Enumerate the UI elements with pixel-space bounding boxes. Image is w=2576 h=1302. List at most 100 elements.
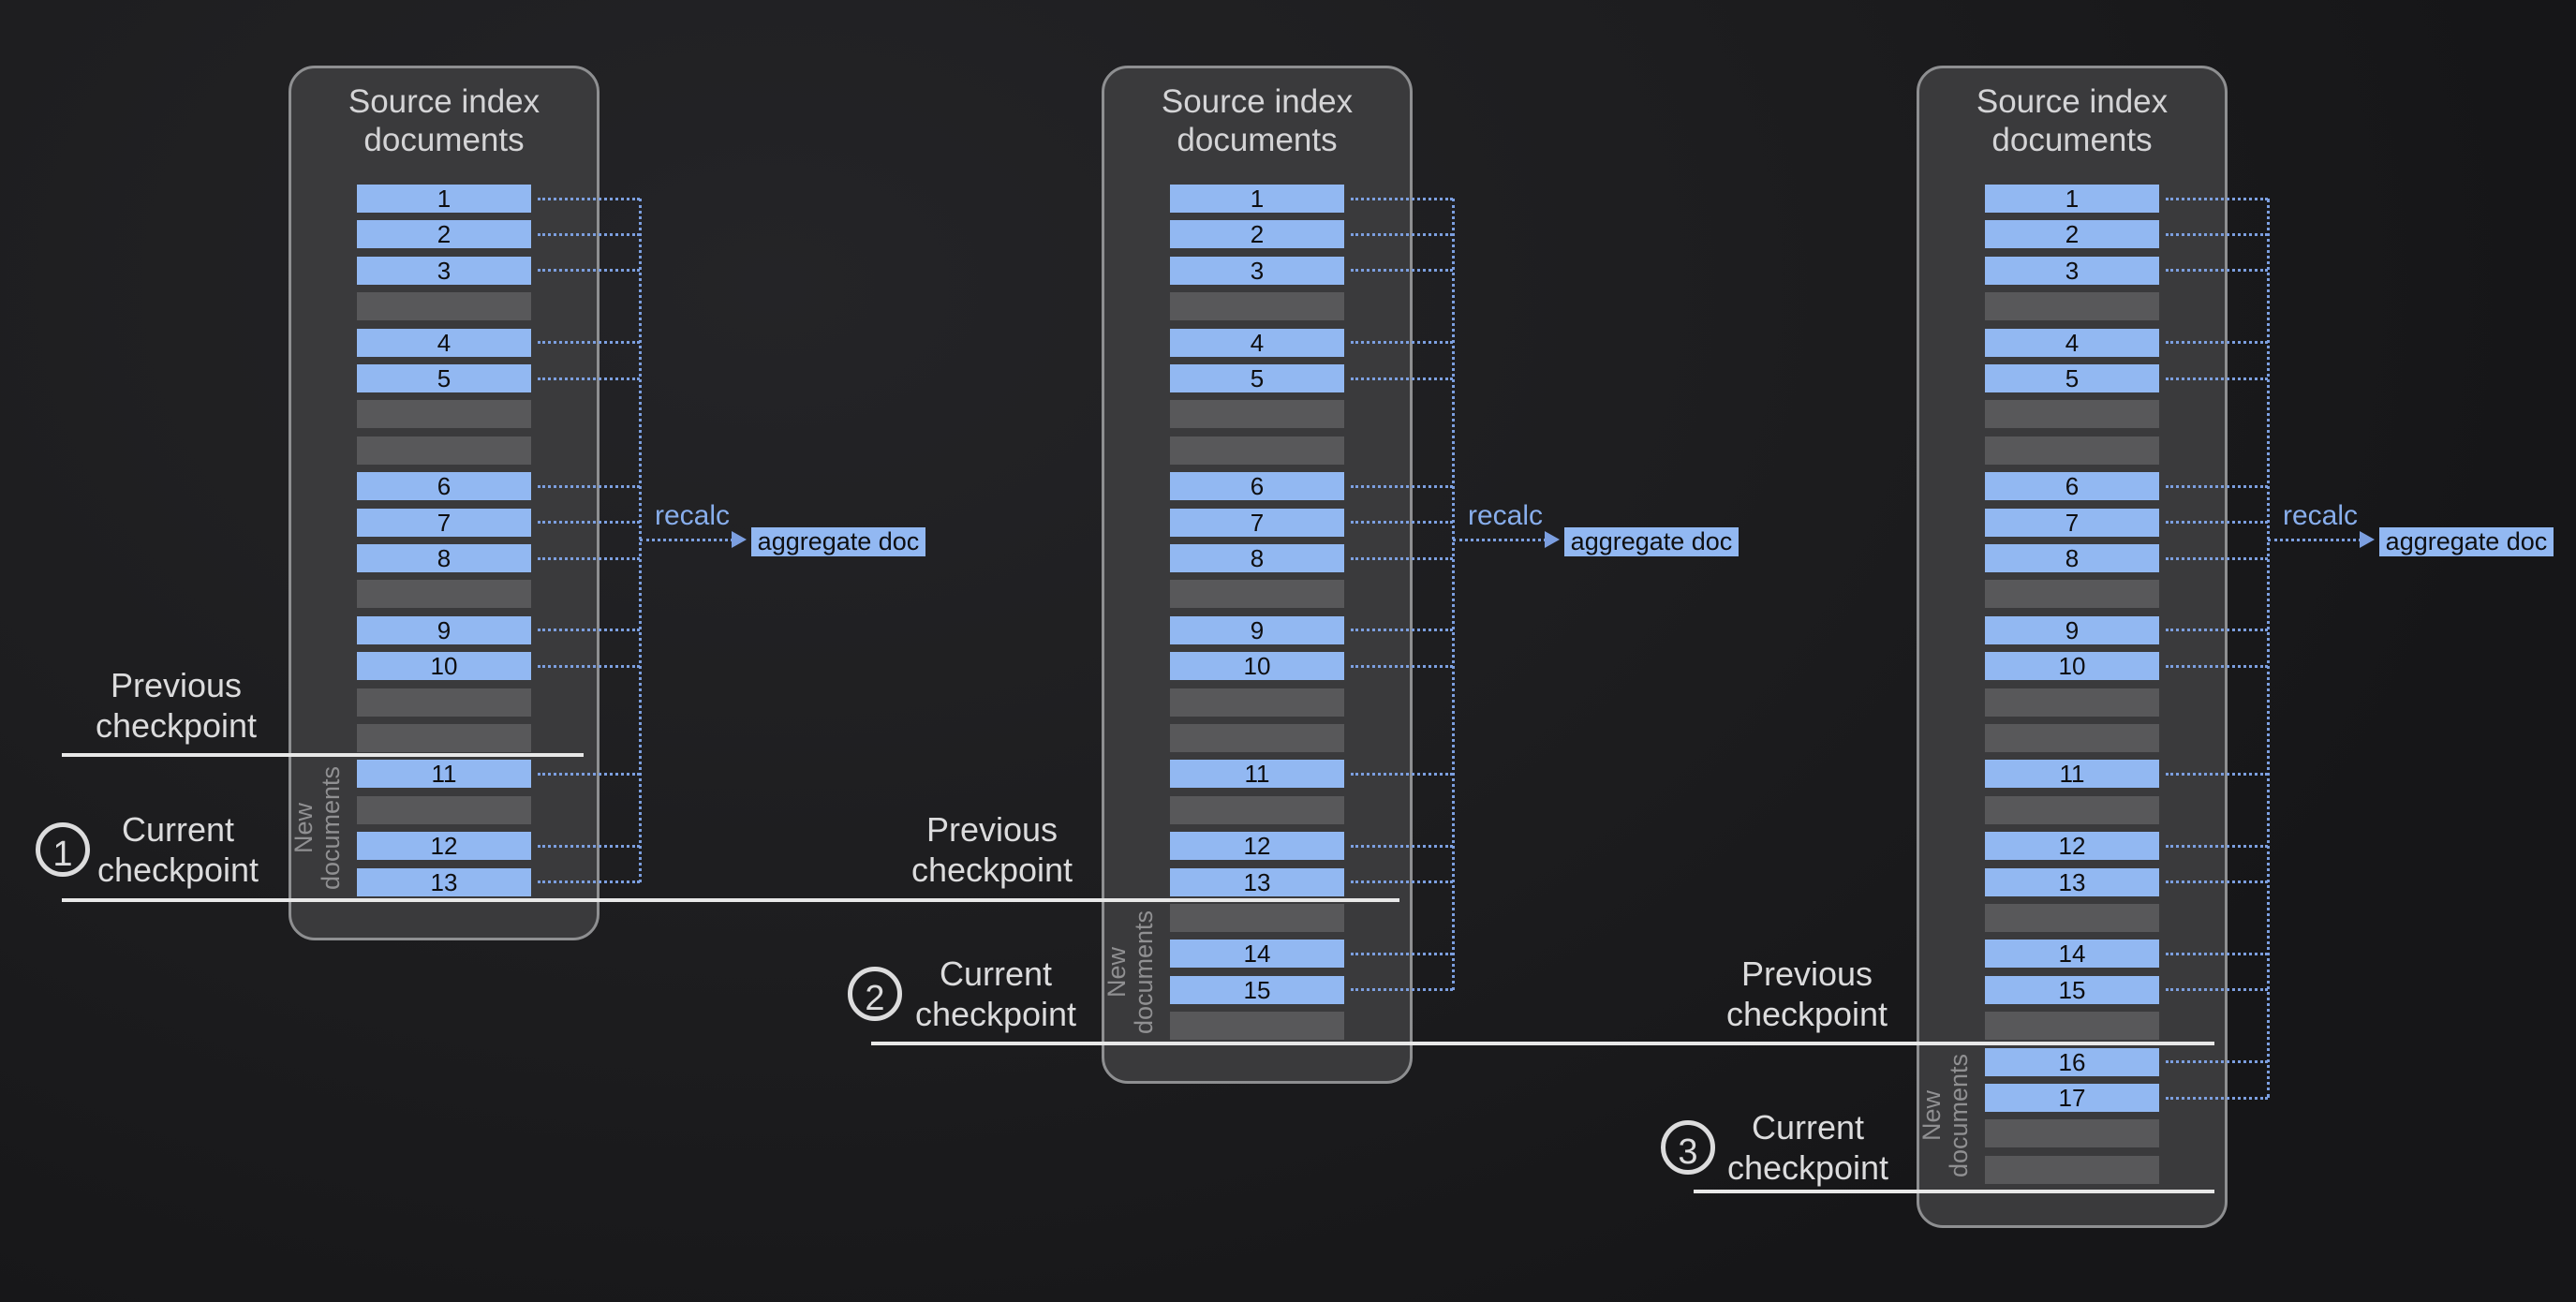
document-row: 1 (1985, 185, 2159, 213)
current-checkpoint-label: Current checkpoint (96, 810, 259, 889)
document-row: 11 (1985, 760, 2159, 789)
document-row: 3 (1170, 256, 1344, 285)
recalc-label: recalc (655, 500, 731, 531)
row-connector-line (1351, 880, 1453, 884)
document-row: 4 (1985, 328, 2159, 357)
document-row: 17 (1985, 1084, 2159, 1112)
document-row: 7 (357, 508, 531, 537)
row-connector-line (2166, 1096, 2268, 1100)
row-connector-line (1351, 197, 1453, 200)
row-connector-line (1351, 269, 1453, 273)
filler-row (1170, 688, 1344, 717)
document-row: 11 (1170, 760, 1344, 789)
row-connector-line (538, 269, 640, 273)
filler-row (1985, 580, 2159, 609)
document-row: 15 (1985, 975, 2159, 1004)
row-connector-line (538, 844, 640, 848)
document-row: 2 (1170, 220, 1344, 249)
filler-row (1985, 1155, 2159, 1184)
checkpoint-line (62, 753, 584, 757)
filler-row (1985, 400, 2159, 429)
row-connector-line (2166, 521, 2268, 525)
row-connector-line (538, 880, 640, 884)
filler-row (1985, 795, 2159, 824)
panel-title: Source index documents (1161, 83, 1354, 158)
document-row: 5 (357, 364, 531, 392)
checkpoint-number-badge: 3 (1661, 1120, 1715, 1175)
row-connector-line (2166, 772, 2268, 776)
checkpoint-line (62, 898, 1399, 902)
row-connector-line (2166, 629, 2268, 632)
row-connector-line (538, 232, 640, 236)
filler-row (1985, 436, 2159, 465)
row-connector-line (2166, 341, 2268, 345)
document-row: 5 (1170, 364, 1344, 392)
filler-row (1170, 580, 1344, 609)
new-documents-label: New documents (1102, 910, 1158, 1034)
filler-row (1170, 795, 1344, 824)
document-row: 1 (357, 185, 531, 213)
aggregate-doc-box: aggregate doc (2379, 527, 2554, 556)
document-row: 10 (1170, 652, 1344, 681)
row-connector-line (1351, 556, 1453, 560)
document-row: 8 (357, 544, 531, 572)
filler-row (357, 580, 531, 609)
aggregate-doc-box: aggregate doc (1564, 527, 1739, 556)
panel-title: Source index documents (1976, 83, 2169, 158)
document-row: 1 (1170, 185, 1344, 213)
document-row: 16 (1985, 1047, 2159, 1076)
filler-row (1170, 724, 1344, 752)
previous-checkpoint-label: Previous checkpoint (1725, 954, 1888, 1033)
filler-row (1985, 904, 2159, 932)
row-connector-line (2166, 377, 2268, 380)
row-connector-line (538, 772, 640, 776)
document-row: 7 (1170, 508, 1344, 537)
aggregate-doc-box: aggregate doc (751, 527, 925, 556)
row-connector-line (2166, 556, 2268, 560)
row-connector-line (1351, 484, 1453, 488)
filler-row (357, 400, 531, 429)
recalc-label: recalc (2283, 500, 2359, 531)
current-checkpoint-label: Current checkpoint (1726, 1108, 1889, 1187)
document-row: 14 (1985, 940, 2159, 969)
row-connector-line (538, 341, 640, 345)
new-documents-label: New documents (289, 765, 345, 891)
row-connector-line (538, 556, 640, 560)
document-row: 12 (357, 832, 531, 861)
row-connector-line (2166, 197, 2268, 200)
document-row: 13 (357, 867, 531, 896)
recalc-arrow (640, 538, 733, 541)
row-connector-line (2166, 844, 2268, 848)
recalc-label: recalc (1468, 500, 1544, 531)
document-row: 14 (1170, 940, 1344, 969)
document-row: 2 (357, 220, 531, 249)
row-connector-line (538, 377, 640, 380)
row-connector-line (2166, 1060, 2268, 1064)
row-connector-line (538, 521, 640, 525)
row-connector-line (2166, 269, 2268, 273)
document-row: 13 (1170, 867, 1344, 896)
row-connector-line (1351, 232, 1453, 236)
row-connector-line (2166, 484, 2268, 488)
filler-row (1170, 400, 1344, 429)
previous-checkpoint-label: Previous checkpoint (910, 810, 1073, 889)
checkpoint-line (1694, 1190, 2214, 1193)
document-row: 12 (1985, 832, 2159, 861)
panel-title: Source index documents (348, 83, 540, 158)
document-row: 9 (357, 615, 531, 644)
checkpoint-number-badge: 2 (848, 967, 902, 1021)
filler-row (1170, 1012, 1344, 1041)
row-connector-line (1351, 952, 1453, 955)
document-row: 10 (357, 652, 531, 681)
row-connector-line (538, 197, 640, 200)
new-documents-label: New documents (1917, 1054, 1973, 1178)
filler-row (1985, 724, 2159, 752)
document-row: 6 (357, 472, 531, 501)
recalc-arrowhead (1545, 531, 1560, 548)
bracket-line (2266, 199, 2270, 1098)
row-connector-line (1351, 521, 1453, 525)
filler-row (1170, 292, 1344, 321)
row-connector-line (2166, 232, 2268, 236)
filler-row (357, 724, 531, 752)
